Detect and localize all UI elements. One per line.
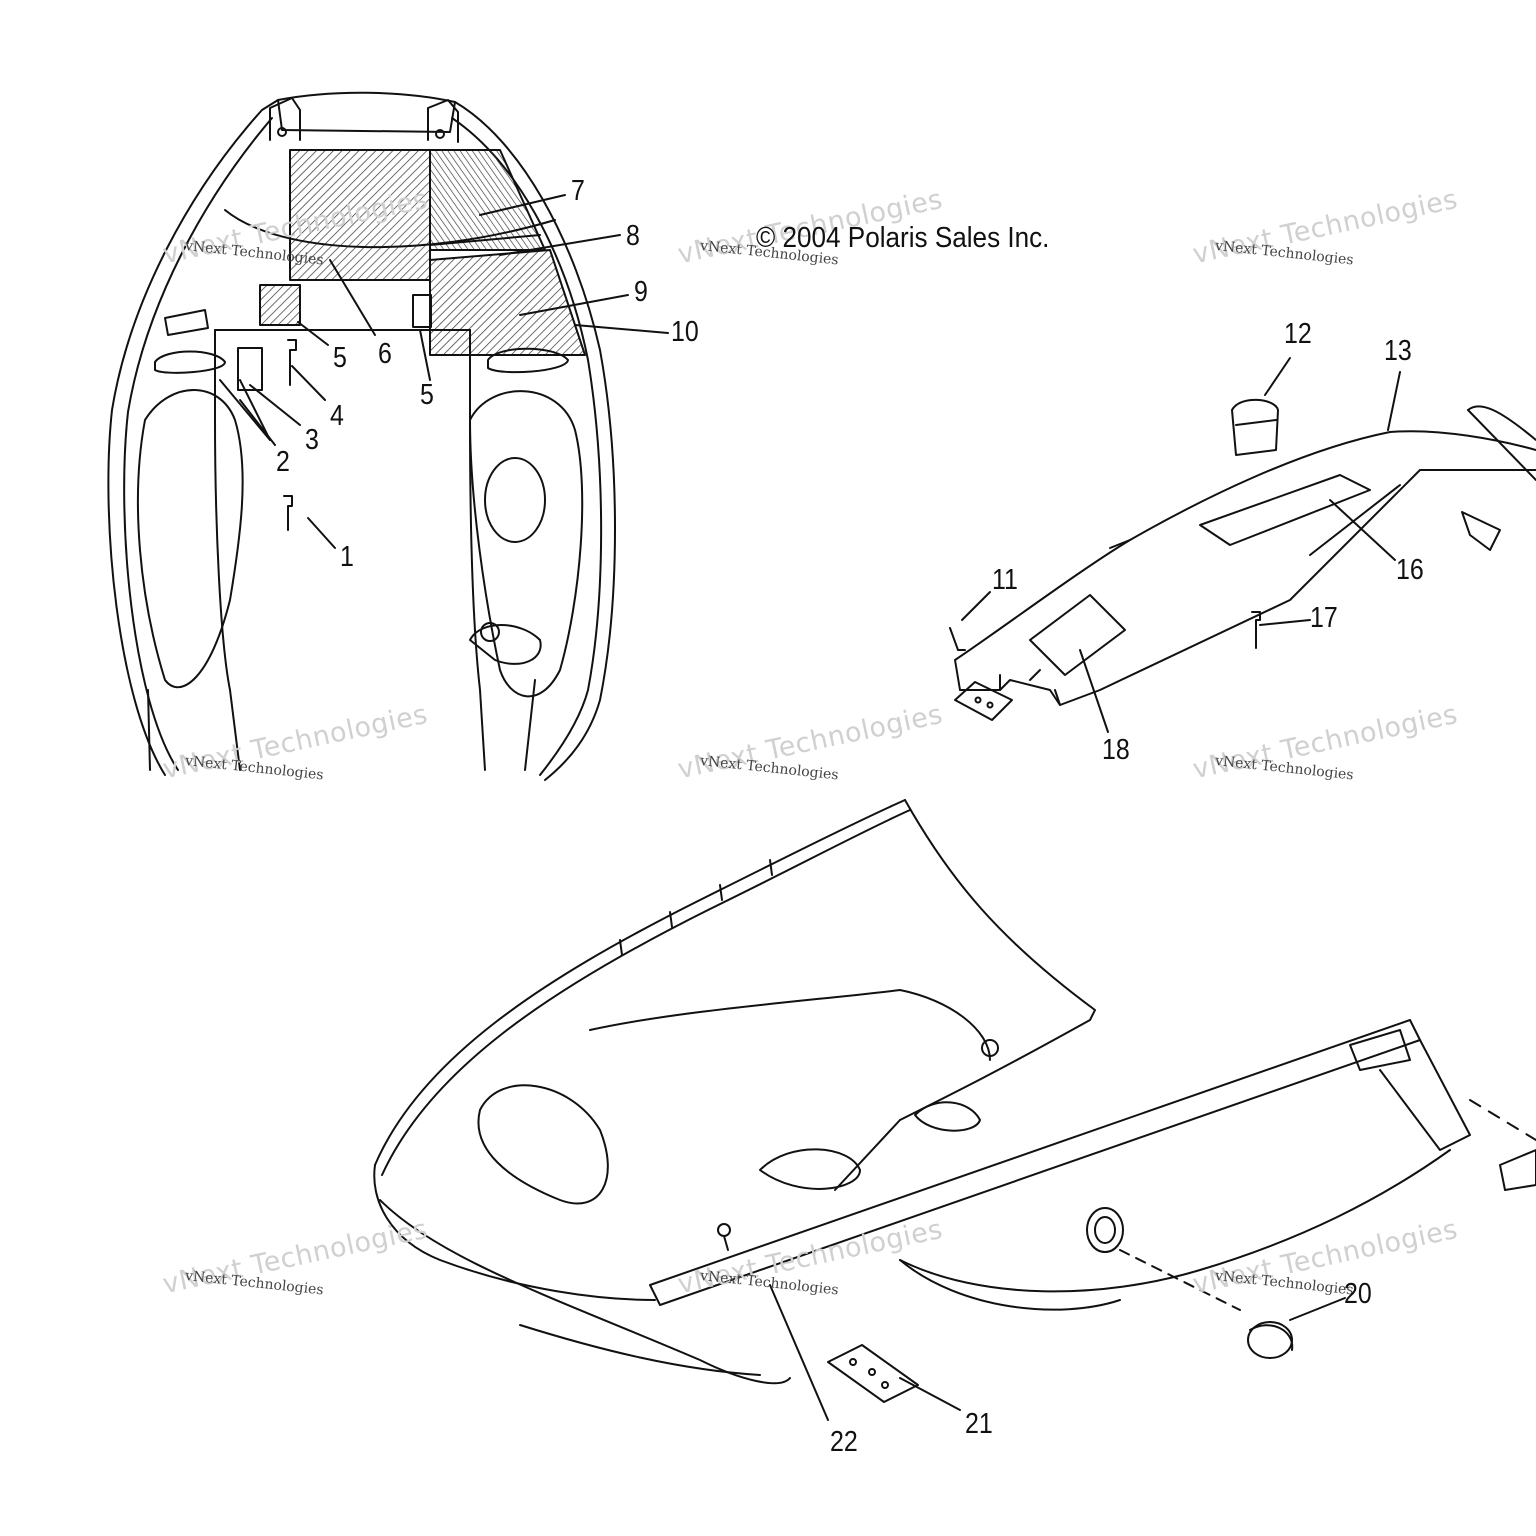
callout-11: 11 bbox=[992, 564, 1018, 596]
grommet bbox=[1086, 1207, 1124, 1253]
callout-7: 7 bbox=[571, 175, 585, 207]
callout-21: 21 bbox=[965, 1408, 993, 1440]
callout-16: 16 bbox=[1396, 554, 1424, 586]
callout-1: 1 bbox=[340, 541, 354, 573]
hood-outer-edge bbox=[107, 91, 616, 781]
callout-6: 6 bbox=[378, 338, 392, 370]
support-bracket bbox=[949, 357, 1536, 733]
callout-9: 9 bbox=[634, 276, 648, 308]
callout-3: 3 bbox=[305, 424, 319, 456]
callout-17: 17 bbox=[1310, 602, 1338, 634]
callout-2: 2 bbox=[276, 446, 290, 478]
callout-22: 22 bbox=[830, 1426, 858, 1458]
callout-10: 10 bbox=[671, 316, 699, 348]
insulation-panel-6 bbox=[289, 149, 431, 281]
callout-4: 4 bbox=[330, 400, 344, 432]
callout-12: 12 bbox=[1284, 318, 1312, 350]
insulation-panel-9 bbox=[429, 249, 586, 356]
copyright-notice: © 2004 Polaris Sales Inc. bbox=[756, 222, 1050, 254]
callout-18: 18 bbox=[1102, 734, 1130, 766]
hood-perspective-view bbox=[373, 799, 1536, 1421]
callout-20: 20 bbox=[1344, 1278, 1372, 1310]
callout-5: 5 bbox=[333, 342, 347, 374]
callout-8: 8 bbox=[626, 220, 640, 252]
callout-13: 13 bbox=[1384, 335, 1412, 367]
hood-top-view bbox=[107, 91, 669, 781]
callout-5: 5 bbox=[420, 379, 434, 411]
